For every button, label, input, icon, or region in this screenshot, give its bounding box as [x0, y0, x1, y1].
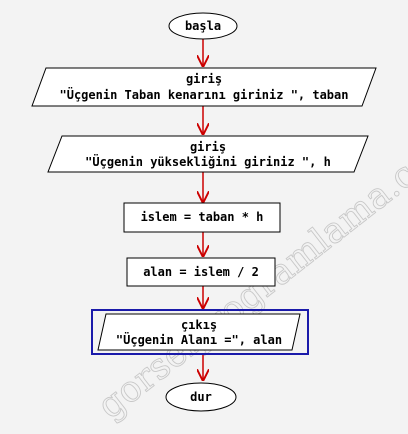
input1-node[interactable]: giriş "Üçgenin Taban kenarını giriniz ",… — [31, 67, 377, 107]
input2-keyword: giriş — [190, 140, 226, 154]
output-node[interactable]: çıkış "Üçgenin Alanı =", alan — [91, 309, 309, 355]
end-node[interactable]: dur — [165, 382, 237, 412]
input1-text: "Üçgenin Taban kenarını giriniz ", taban — [60, 87, 349, 102]
process2-text: alan = islem / 2 — [143, 265, 259, 279]
start-label: başla — [185, 19, 221, 33]
process1-node[interactable]: islem = taban * h — [123, 202, 281, 233]
output-text: "Üçgenin Alanı =", alan — [116, 332, 282, 347]
process2-node[interactable]: alan = islem / 2 — [126, 257, 276, 287]
input2-node[interactable]: giriş "Üçgenin yüksekliğini giriniz ", h — [47, 135, 369, 173]
input2-text: "Üçgenin yüksekliğini giriniz ", h — [85, 154, 331, 169]
end-label: dur — [190, 390, 212, 404]
input1-keyword: giriş — [186, 72, 222, 86]
process1-text: islem = taban * h — [141, 210, 264, 224]
start-node[interactable]: başla — [168, 12, 238, 40]
selection-frame — [91, 309, 309, 355]
output-keyword: çıkış — [181, 318, 217, 332]
